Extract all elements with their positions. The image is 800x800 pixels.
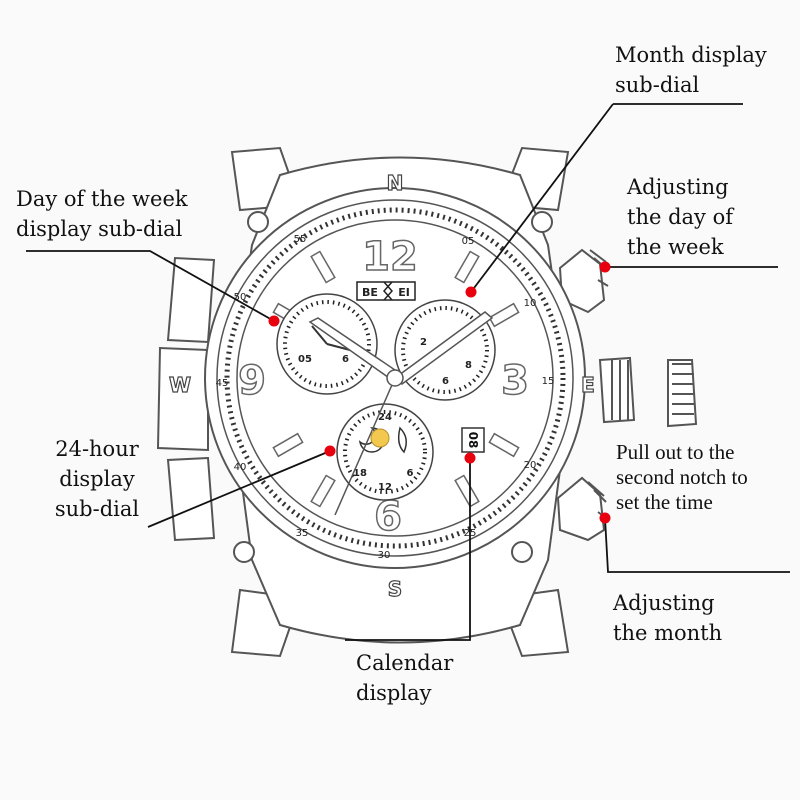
minute-mark-50: 50 (234, 292, 247, 303)
brand-right: EI (398, 286, 410, 299)
leader-pull-out (604, 517, 790, 573)
label-month-subdial: Month display sub-dial (615, 43, 767, 97)
marker-month-subdial (465, 286, 477, 298)
marker-calendar (464, 452, 476, 464)
crowns (556, 248, 698, 542)
marker-hour24 (324, 445, 336, 457)
label-pull-out: Pull out to the second notch to set the … (616, 440, 748, 514)
bezel-letters: N E S W (168, 170, 595, 601)
brand-left: BE (362, 286, 378, 299)
numeral-3: 3 (501, 358, 529, 404)
red-markers (268, 261, 611, 524)
hour-numerals: 12 3 6 9 (237, 233, 529, 541)
left-subdial-num-6: 6 (342, 354, 349, 365)
leader-day-week (26, 250, 275, 322)
bezel-letter-s: S (388, 577, 402, 601)
right-subdial-num-2: 2 (420, 337, 427, 348)
minute-mark-40: 40 (234, 462, 247, 473)
left-subdial-num-05: 05 (298, 354, 312, 365)
minute-mark-05: 05 (462, 236, 475, 247)
date-window: 08 (461, 427, 485, 453)
bezel-letter-w: W (169, 373, 191, 397)
right-subdial-num-6: 6 (442, 376, 449, 387)
hour24-subdial: 24 18 12 6 (336, 403, 434, 501)
hour24-num-6: 6 (407, 468, 414, 479)
marker-adjust-day (599, 261, 611, 273)
minute-mark-35: 35 (296, 528, 309, 539)
leader-lines (26, 103, 790, 641)
label-calendar: Calendar display (356, 651, 454, 705)
numeral-6: 6 (374, 494, 402, 540)
minute-mark-45: 45 (216, 378, 229, 389)
sun-icon (370, 428, 390, 448)
minute-numbers: 05 10 15 20 25 30 35 40 45 50 55 (216, 234, 555, 561)
watch-hands (308, 311, 494, 516)
minute-mark-10: 10 (524, 298, 537, 309)
label-day-week-subdial: Day of the week display sub-dial (16, 187, 188, 241)
case-screws (233, 211, 553, 563)
minute-mark-20: 20 (524, 460, 537, 471)
label-adjust-month: Adjusting the month (613, 591, 723, 645)
marker-adjust-month (599, 512, 611, 524)
date-value: 08 (466, 432, 480, 449)
numeral-9: 9 (238, 358, 266, 404)
hour24-num-18: 18 (353, 468, 367, 479)
minute-mark-30: 30 (378, 550, 391, 561)
bezel-letter-e: E (581, 373, 595, 397)
left-subdial: 05 6 (276, 293, 378, 395)
leader-hour24 (147, 450, 331, 528)
marker-day-week (268, 315, 280, 327)
leader-month-subdial-diag (470, 103, 614, 293)
label-hour24-subdial: 24-hour display sub-dial (54, 437, 140, 521)
hour24-num-24: 24 (378, 412, 392, 423)
brand-logo: BE EI (356, 281, 416, 301)
leader-calendar (345, 458, 471, 641)
right-subdial-num-8: 8 (465, 360, 472, 371)
minute-mark-15: 15 (542, 376, 555, 387)
numeral-12: 12 (362, 234, 418, 280)
bezel-letter-n: N (387, 171, 404, 195)
label-adjust-day: Adjusting the day of the week (627, 175, 733, 259)
hour24-num-12: 12 (378, 482, 392, 493)
minute-mark-55: 55 (294, 234, 307, 245)
